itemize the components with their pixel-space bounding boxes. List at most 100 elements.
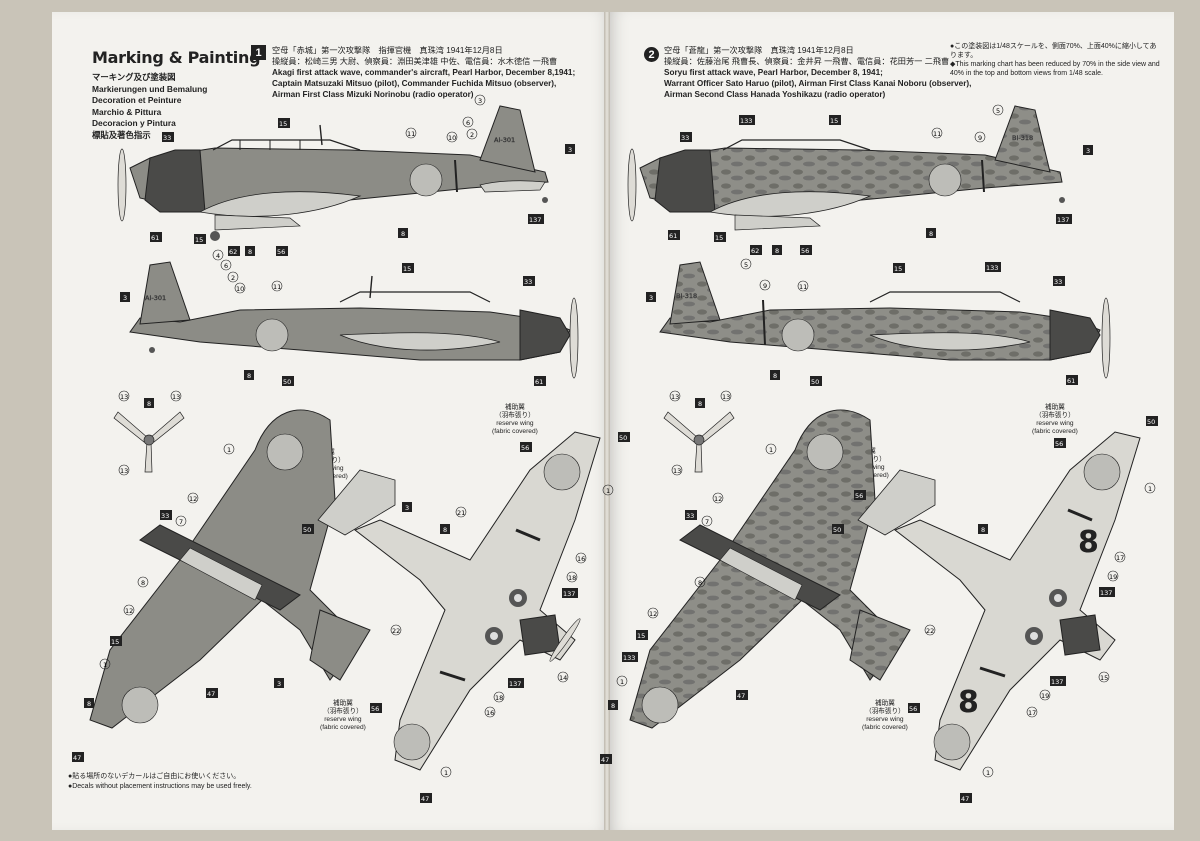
- svg-text:8: 8: [443, 526, 447, 534]
- svg-text:8: 8: [87, 700, 91, 708]
- svg-text:17: 17: [1116, 554, 1124, 562]
- lang-de: Markierungen und Bemalung: [92, 83, 208, 94]
- callout-markers: 33 15 11 3 6 2 10 3 61 15 62 8 56 8 137 …: [72, 94, 1158, 803]
- svg-text:137: 137: [1051, 678, 1063, 686]
- svg-text:50: 50: [283, 378, 291, 386]
- svg-text:62: 62: [229, 248, 237, 256]
- svg-text:15: 15: [195, 236, 203, 244]
- svg-text:9: 9: [763, 282, 767, 290]
- svg-text:47: 47: [207, 690, 215, 698]
- svg-text:15: 15: [637, 632, 645, 640]
- svg-text:1: 1: [227, 446, 231, 454]
- s2-side-top: BI-318: [627, 105, 1065, 231]
- lang-cn: 標貼及著色指示: [92, 129, 151, 140]
- svg-text:18: 18: [568, 574, 576, 582]
- svg-text:61: 61: [535, 378, 543, 386]
- scheme2-jp-title: 空母「蒼龍」第一次攻撃隊 真珠湾 1941年12月8日: [664, 46, 854, 55]
- s2-tail-code: BI-318: [1012, 134, 1033, 142]
- svg-text:137: 137: [563, 590, 575, 598]
- scheme2-en-1: Soryu first attack wave, Pearl Harbor, D…: [664, 68, 883, 77]
- lang-fr: Decoration et Peinture: [92, 95, 182, 106]
- svg-text:18: 18: [495, 694, 503, 702]
- svg-text:50: 50: [833, 526, 841, 534]
- page-title: Marking & Painting: [92, 48, 261, 67]
- right-page: [608, 12, 1174, 830]
- s1-tail-code: AI-301: [494, 136, 515, 144]
- svg-text:56: 56: [277, 248, 285, 256]
- svg-text:1: 1: [606, 487, 610, 495]
- s1-side-bottom: AI-301: [129, 261, 579, 379]
- svg-text:6: 6: [466, 119, 470, 127]
- svg-text:17: 17: [1028, 709, 1036, 717]
- svg-text:8: 8: [698, 400, 702, 408]
- reserve-wing-label-5: 補助翼（羽布張り） reserve wing(fabric covered): [1032, 404, 1078, 435]
- scale-note: ●この塗装図は1/48スケールを、側面70%、上面40%に縮小してあります。 ◆…: [950, 42, 1160, 78]
- svg-text:14: 14: [559, 674, 567, 682]
- svg-text:12: 12: [125, 607, 133, 615]
- svg-text:5: 5: [996, 107, 1000, 115]
- svg-text:61: 61: [669, 232, 677, 240]
- svg-text:50: 50: [619, 434, 627, 442]
- svg-text:7: 7: [705, 518, 709, 526]
- reserve-wing-label-2: 補助翼（羽布張り） reserve wing(fabric covered): [492, 404, 538, 435]
- svg-text:15: 15: [111, 638, 119, 646]
- svg-text:16: 16: [577, 555, 585, 563]
- s2-wing-number-2: 8: [958, 685, 979, 720]
- svg-text:13: 13: [172, 393, 180, 401]
- svg-text:50: 50: [811, 378, 819, 386]
- svg-text:22: 22: [392, 627, 400, 635]
- svg-text:56: 56: [371, 705, 379, 713]
- svg-text:1: 1: [103, 661, 107, 669]
- svg-text:47: 47: [737, 692, 745, 700]
- svg-text:47: 47: [961, 795, 969, 803]
- svg-text:8: 8: [401, 230, 405, 238]
- svg-text:6: 6: [224, 262, 228, 270]
- svg-text:4: 4: [216, 252, 220, 260]
- svg-text:11: 11: [799, 283, 807, 291]
- svg-text:11: 11: [933, 130, 941, 138]
- scheme1-en-2: Captain Matsuzaki Mitsuo (pilot), Comman…: [272, 79, 557, 88]
- svg-text:12: 12: [649, 610, 657, 618]
- svg-text:15: 15: [894, 265, 902, 273]
- svg-text:50: 50: [1147, 418, 1155, 426]
- svg-text:1: 1: [1148, 485, 1152, 493]
- svg-text:3: 3: [277, 680, 281, 688]
- svg-text:3: 3: [568, 146, 572, 154]
- svg-text:12: 12: [189, 495, 197, 503]
- svg-text:137: 137: [509, 680, 521, 688]
- scheme1-info: 空母「赤城」第一次攻撃隊 指揮官機 真珠湾 1941年12月8日 操縦員：松崎三…: [272, 45, 575, 100]
- svg-text:12: 12: [714, 495, 722, 503]
- svg-text:133: 133: [986, 264, 998, 272]
- svg-text:22: 22: [926, 627, 934, 635]
- svg-text:61: 61: [1067, 377, 1075, 385]
- svg-text:5: 5: [744, 261, 748, 269]
- svg-text:8: 8: [248, 248, 252, 256]
- svg-text:47: 47: [601, 756, 609, 764]
- svg-text:9: 9: [978, 134, 982, 142]
- s1-top-view: [89, 409, 371, 729]
- svg-text:62: 62: [751, 247, 759, 255]
- scheme1-jp-title: 空母「赤城」第一次攻撃隊 指揮官機 真珠湾 1941年12月8日: [272, 46, 503, 55]
- svg-text:2: 2: [231, 274, 235, 282]
- svg-text:8: 8: [698, 579, 702, 587]
- svg-text:8: 8: [929, 230, 933, 238]
- svg-text:137: 137: [529, 216, 541, 224]
- svg-text:8: 8: [147, 400, 151, 408]
- svg-text:8: 8: [773, 372, 777, 380]
- svg-text:13: 13: [673, 467, 681, 475]
- svg-text:56: 56: [521, 444, 529, 452]
- svg-text:13: 13: [120, 467, 128, 475]
- s2-tail-code-2: BI-318: [676, 292, 697, 300]
- footnote-en: ●Decals without placement instructions m…: [68, 782, 252, 790]
- svg-text:10: 10: [236, 285, 244, 293]
- svg-text:50: 50: [303, 526, 311, 534]
- svg-text:13: 13: [120, 393, 128, 401]
- svg-text:33: 33: [524, 278, 532, 286]
- svg-text:1: 1: [620, 678, 624, 686]
- svg-text:11: 11: [273, 283, 281, 291]
- scheme1-number: 1: [251, 45, 266, 60]
- svg-text:56: 56: [909, 705, 917, 713]
- svg-text:61: 61: [151, 234, 159, 242]
- svg-text:33: 33: [681, 134, 689, 142]
